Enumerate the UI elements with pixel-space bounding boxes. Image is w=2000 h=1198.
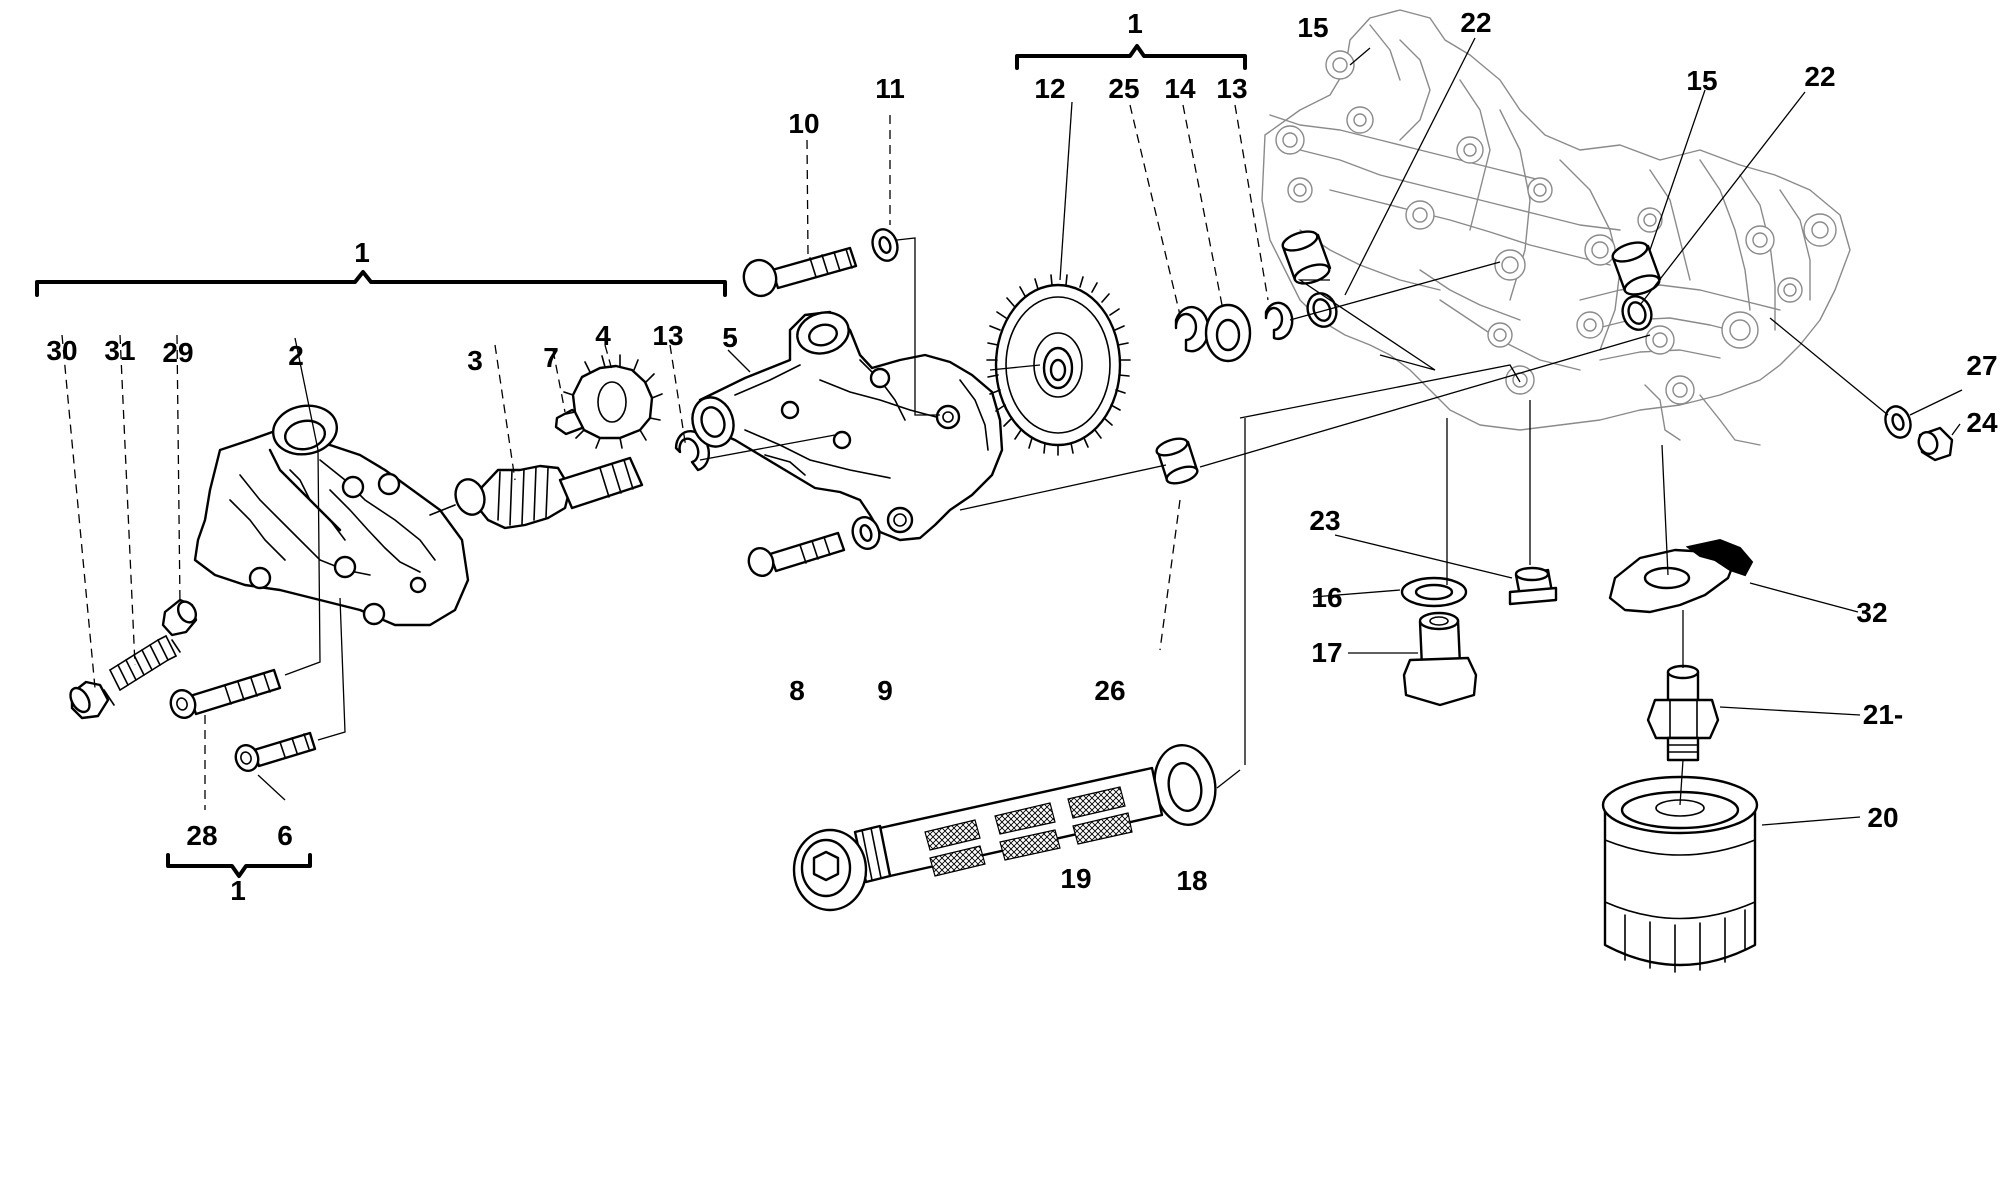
- callout-19: 19: [1060, 863, 1091, 894]
- callout-15-left: 15: [1297, 12, 1328, 43]
- seal-ring-18: [1153, 744, 1217, 826]
- circlip-25: [1174, 306, 1210, 353]
- threaded-adapter-21: [1646, 664, 1720, 762]
- spring-31: [103, 635, 181, 706]
- callout-labels: 1 1 1 30 31 29 2 3 7 4 13 5 10 11 12 25 …: [46, 7, 1998, 906]
- callout-9: 9: [877, 675, 893, 706]
- bolt-8: [747, 531, 846, 578]
- washer-14: [1204, 303, 1252, 363]
- plug-24: [1917, 426, 1954, 462]
- callout-2: 2: [288, 340, 304, 371]
- callout-32: 32: [1856, 597, 1887, 628]
- valve-plug-30: [69, 680, 110, 720]
- driven-gear-4: [563, 354, 663, 449]
- callout-25: 25: [1108, 73, 1139, 104]
- bracket-32: [1608, 538, 1754, 614]
- washer-9: [851, 516, 881, 550]
- callout-13-right: 13: [1216, 73, 1247, 104]
- callout-29: 29: [162, 337, 193, 368]
- callout-10: 10: [788, 108, 819, 139]
- leader-lines: [61, 37, 1963, 826]
- oil-strainer-19: [792, 766, 1164, 912]
- callout-1-bolt-assembly: 1: [230, 875, 246, 906]
- o-ring-right: [1621, 295, 1653, 331]
- circlip-13-right: [1264, 301, 1294, 340]
- pump-body-5: [691, 310, 1004, 542]
- bolt-10: [742, 246, 858, 298]
- o-ring-left: [1306, 292, 1338, 328]
- callout-4: 4: [595, 320, 611, 351]
- callout-15-right: 15: [1686, 65, 1717, 96]
- drain-plug-17: [1402, 611, 1478, 707]
- washer-27: [1884, 405, 1912, 439]
- valve-piston-29: [161, 598, 198, 637]
- washer-16: [1400, 576, 1468, 608]
- washer-11: [871, 228, 899, 262]
- callout-21: 21-: [1863, 699, 1903, 730]
- callout-1-main-assembly: 1: [354, 237, 370, 268]
- callout-30: 30: [46, 335, 77, 366]
- bolt-28: [169, 668, 282, 720]
- callout-23: 23: [1309, 505, 1340, 536]
- plug-23: [1508, 566, 1558, 606]
- callout-22-left: 22: [1460, 7, 1491, 38]
- large-gear-12: [986, 274, 1131, 456]
- drive-gear-shaft-3: [429, 456, 644, 530]
- callout-5: 5: [722, 322, 738, 353]
- callout-16: 16: [1311, 582, 1342, 613]
- callout-28: 28: [186, 820, 217, 851]
- sleeve-26: [1155, 437, 1199, 485]
- callout-12: 12: [1034, 73, 1065, 104]
- engine-crankcase: [1261, 9, 1851, 446]
- callout-24: 24: [1966, 407, 1998, 438]
- callout-18: 18: [1176, 865, 1207, 896]
- bushing-left: [1281, 230, 1332, 285]
- callout-14: 14: [1164, 73, 1196, 104]
- callout-13-left: 13: [652, 320, 683, 351]
- callout-8: 8: [789, 675, 805, 706]
- callout-22-right: 22: [1804, 61, 1835, 92]
- callout-7: 7: [543, 342, 559, 373]
- callout-27: 27: [1966, 350, 1997, 381]
- bolt-6: [234, 731, 317, 773]
- callout-1-gear-assembly: 1: [1127, 8, 1143, 39]
- callout-11: 11: [875, 73, 905, 104]
- callout-20: 20: [1867, 802, 1898, 833]
- oil-filter-20: [1601, 775, 1759, 973]
- callout-3: 3: [467, 345, 483, 376]
- callout-6: 6: [277, 820, 293, 851]
- callout-17: 17: [1311, 637, 1342, 668]
- callout-31: 31: [104, 335, 135, 366]
- assembly-braces: [35, 44, 1247, 878]
- callout-26: 26: [1094, 675, 1125, 706]
- pump-cover: [193, 404, 470, 627]
